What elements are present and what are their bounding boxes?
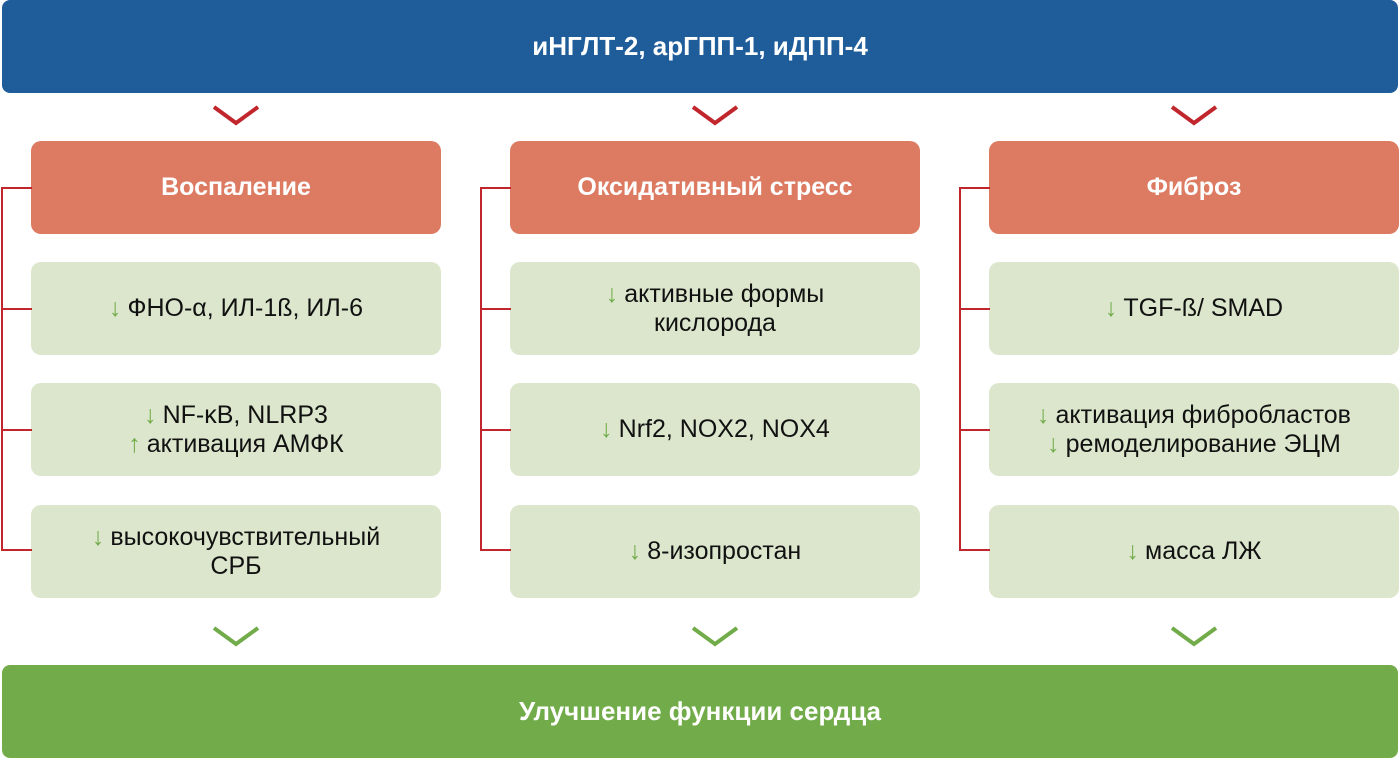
arrow-down-icon: ↓ [1047, 429, 1060, 458]
effect-text: СРБ [210, 551, 262, 580]
effect-line: СРБ [210, 552, 261, 581]
arrow-down-icon: ↓ [628, 537, 642, 565]
arrow-down-icon: ↓ [1104, 294, 1118, 322]
effect-line: ↑активация АМФК [128, 430, 344, 459]
effect-line: ↓NF-κB, NLRP3 [144, 401, 328, 430]
effect-line: ↓Nrf2, NOX2, NOX4 [600, 415, 830, 444]
effect-text: Nrf2, NOX2, NOX4 [618, 415, 830, 443]
connector-tick [480, 429, 511, 431]
effect-box: ↓8-изопростан [510, 505, 920, 598]
chevron-down-icon [691, 626, 739, 647]
effect-box: ↓ФНО-α, ИЛ-1ß, ИЛ-6 [31, 262, 441, 355]
connector-tick [480, 308, 511, 310]
effect-line: ↓ФНО-α, ИЛ-1ß, ИЛ-6 [109, 294, 363, 323]
arrow-down-icon: ↓ [600, 415, 613, 443]
arrow-down-icon: ↓ [605, 279, 619, 308]
arrow-up-icon: ↑ [128, 429, 141, 458]
arrow-down-icon: ↓ [108, 294, 122, 322]
arrow-down-icon: ↓ [1037, 400, 1050, 429]
effect-line: ↓масса ЛЖ [1127, 537, 1262, 566]
connector-tick [1, 308, 32, 310]
effect-text: NF-κB, NLRP3 [162, 400, 328, 429]
connector-tick [1, 429, 32, 431]
effect-text: кислорода [654, 308, 776, 337]
outcome-title: Улучшение функции сердца [519, 696, 881, 726]
effect-box: ↓активация фибробластов↓ремоделирование … [989, 383, 1399, 476]
connector-bracket [480, 187, 511, 551]
effect-line: ↓8-изопростан [629, 537, 802, 566]
effect-text: активные формы [624, 279, 825, 308]
effect-text: ФНО-α, ИЛ-1ß, ИЛ-6 [127, 294, 364, 322]
effect-box: ↓масса ЛЖ [989, 505, 1399, 598]
connector-tick [959, 308, 990, 310]
chevron-down-icon [1170, 105, 1218, 126]
mechanism-title: Оксидативный стресс [577, 173, 853, 201]
effect-text: 8-изопростан [647, 537, 802, 565]
outcome-banner: Улучшение функции сердца [2, 665, 1398, 758]
effect-line: ↓TGF-ß/ SMAD [1105, 294, 1283, 323]
effect-line: ↓высокочувствительный [92, 523, 380, 552]
effect-text: активация АМФК [146, 429, 344, 458]
chevron-down-icon [212, 105, 260, 126]
effect-text: масса ЛЖ [1145, 537, 1262, 565]
effect-line: ↓активация фибробластов [1037, 401, 1351, 430]
mechanism-header: Воспаление [31, 141, 441, 234]
effect-text: ремоделирование ЭЦМ [1065, 429, 1341, 458]
chevron-down-icon [212, 626, 260, 647]
chevron-down-icon [691, 105, 739, 126]
effect-text: высокочувствительный [110, 522, 381, 551]
connector-bracket [1, 187, 32, 551]
connector-bracket [959, 187, 990, 551]
mechanism-title: Воспаление [161, 173, 311, 201]
drug-classes-banner: иНГЛТ-2, арГПП-1, иДПП-4 [2, 0, 1398, 93]
effect-box: ↓NF-κB, NLRP3↑активация АМФК [31, 383, 441, 476]
arrow-down-icon: ↓ [144, 400, 157, 429]
mechanism-header: Фиброз [989, 141, 1399, 234]
effect-box: ↓TGF-ß/ SMAD [989, 262, 1399, 355]
arrow-down-icon: ↓ [1126, 537, 1140, 565]
mechanism-title: Фиброз [1146, 173, 1242, 201]
effect-box: ↓Nrf2, NOX2, NOX4 [510, 383, 920, 476]
arrow-down-icon: ↓ [91, 522, 105, 551]
chevron-down-icon [1170, 626, 1218, 647]
effect-line: кислорода [654, 309, 776, 338]
effect-text: активация фибробластов [1055, 400, 1351, 429]
effect-line: ↓активные формы [606, 280, 824, 309]
effect-line: ↓ремоделирование ЭЦМ [1047, 430, 1341, 459]
drug-classes-title: иНГЛТ-2, арГПП-1, иДПП-4 [532, 31, 868, 61]
connector-tick [959, 429, 990, 431]
mechanism-header: Оксидативный стресс [510, 141, 920, 234]
effect-text: TGF-ß/ SMAD [1123, 294, 1284, 322]
